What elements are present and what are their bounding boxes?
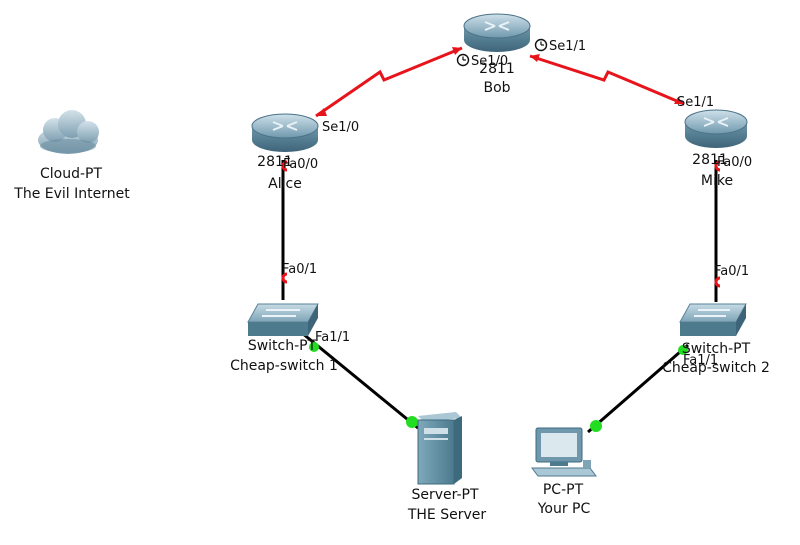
switch2-model: Switch-PT [682, 341, 751, 357]
port-label-alice-se1-0: Se1/0 [322, 120, 359, 135]
port-label-bob-se1-1: Se1/1 [549, 39, 586, 54]
switch-cheap-switch-2[interactable]: Switch-PT Cheap-switch 2 [662, 303, 770, 376]
switch-icon [247, 303, 319, 336]
server-name: THE Server [407, 507, 487, 523]
link-status-down-mike-fa0-0 [714, 160, 721, 172]
port-label-mike-fa0-0: Fa0/0 [717, 155, 752, 170]
link-status-up-switch2-fa1-1 [678, 345, 688, 355]
pc-icon [531, 427, 597, 477]
ethernet-link-switch2-pc[interactable] [587, 343, 689, 434]
router-alice-model: 2811 [257, 154, 293, 170]
ethernet-link-switch1-server[interactable] [301, 331, 419, 430]
port-label-mike-se1-1: Se1/1 [677, 95, 714, 110]
pc-your-pc[interactable]: PC-PT Your PC [531, 427, 597, 517]
router-alice[interactable]: 2811 Alice [251, 113, 319, 192]
link-status-down-switch1-fa0-1 [281, 272, 288, 284]
serial-link-bob-mike[interactable] [529, 54, 685, 106]
switch1-model: Switch-PT [248, 338, 317, 354]
clock-icon [534, 38, 548, 52]
link-status-up-switch1-fa1-1 [309, 342, 319, 352]
router-alice-name: Alice [268, 176, 302, 192]
port-label-alice-fa0-0: Fa0/0 [283, 157, 318, 172]
switch1-name: Cheap-switch 1 [230, 358, 338, 374]
cloud-model-label: Cloud-PT [40, 166, 102, 182]
port-label-switch2-fa0-1: Fa0/1 [714, 264, 749, 279]
clock-icon [456, 53, 470, 67]
link-status-down-switch2-fa0-1 [714, 276, 721, 288]
router-mike-name: Mike [701, 173, 733, 189]
server-icon [417, 412, 462, 485]
link-status-up-pc [590, 420, 602, 432]
pc-model: PC-PT [543, 482, 584, 498]
port-label-bob-se1-0: Se1/0 [471, 54, 508, 69]
pc-name: Your PC [537, 501, 591, 517]
router-mike[interactable]: 2811 Mike [684, 109, 748, 189]
cloud-device[interactable]: Cloud-PT The Evil Internet [13, 110, 130, 202]
switch-cheap-switch-1[interactable]: Switch-PT Cheap-switch 1 [230, 303, 338, 374]
server-the-server[interactable]: Server-PT THE Server [407, 412, 487, 523]
router-bob-model: 2811 [479, 61, 515, 77]
cloud-icon [38, 110, 99, 154]
serial-link-bob-alice[interactable] [315, 46, 463, 118]
port-label-switch2-fa1-1: Fa1/1 [683, 353, 718, 368]
cloud-name-label: The Evil Internet [13, 186, 130, 202]
router-bob[interactable]: 2811 Bob [463, 13, 531, 96]
port-label-switch1-fa0-1: Fa0/1 [282, 262, 317, 277]
router-icon [684, 109, 748, 148]
link-status-down-alice-fa0-0 [281, 160, 288, 172]
port-label-switch1-fa1-1: Fa1/1 [315, 330, 350, 345]
switch2-name: Cheap-switch 2 [662, 360, 770, 376]
switch-icon [679, 303, 747, 336]
router-bob-name: Bob [483, 80, 510, 96]
router-icon [463, 13, 531, 52]
server-model: Server-PT [411, 487, 479, 503]
router-icon [251, 113, 319, 152]
router-mike-model: 2811 [692, 152, 728, 168]
link-status-up-server [406, 416, 418, 428]
